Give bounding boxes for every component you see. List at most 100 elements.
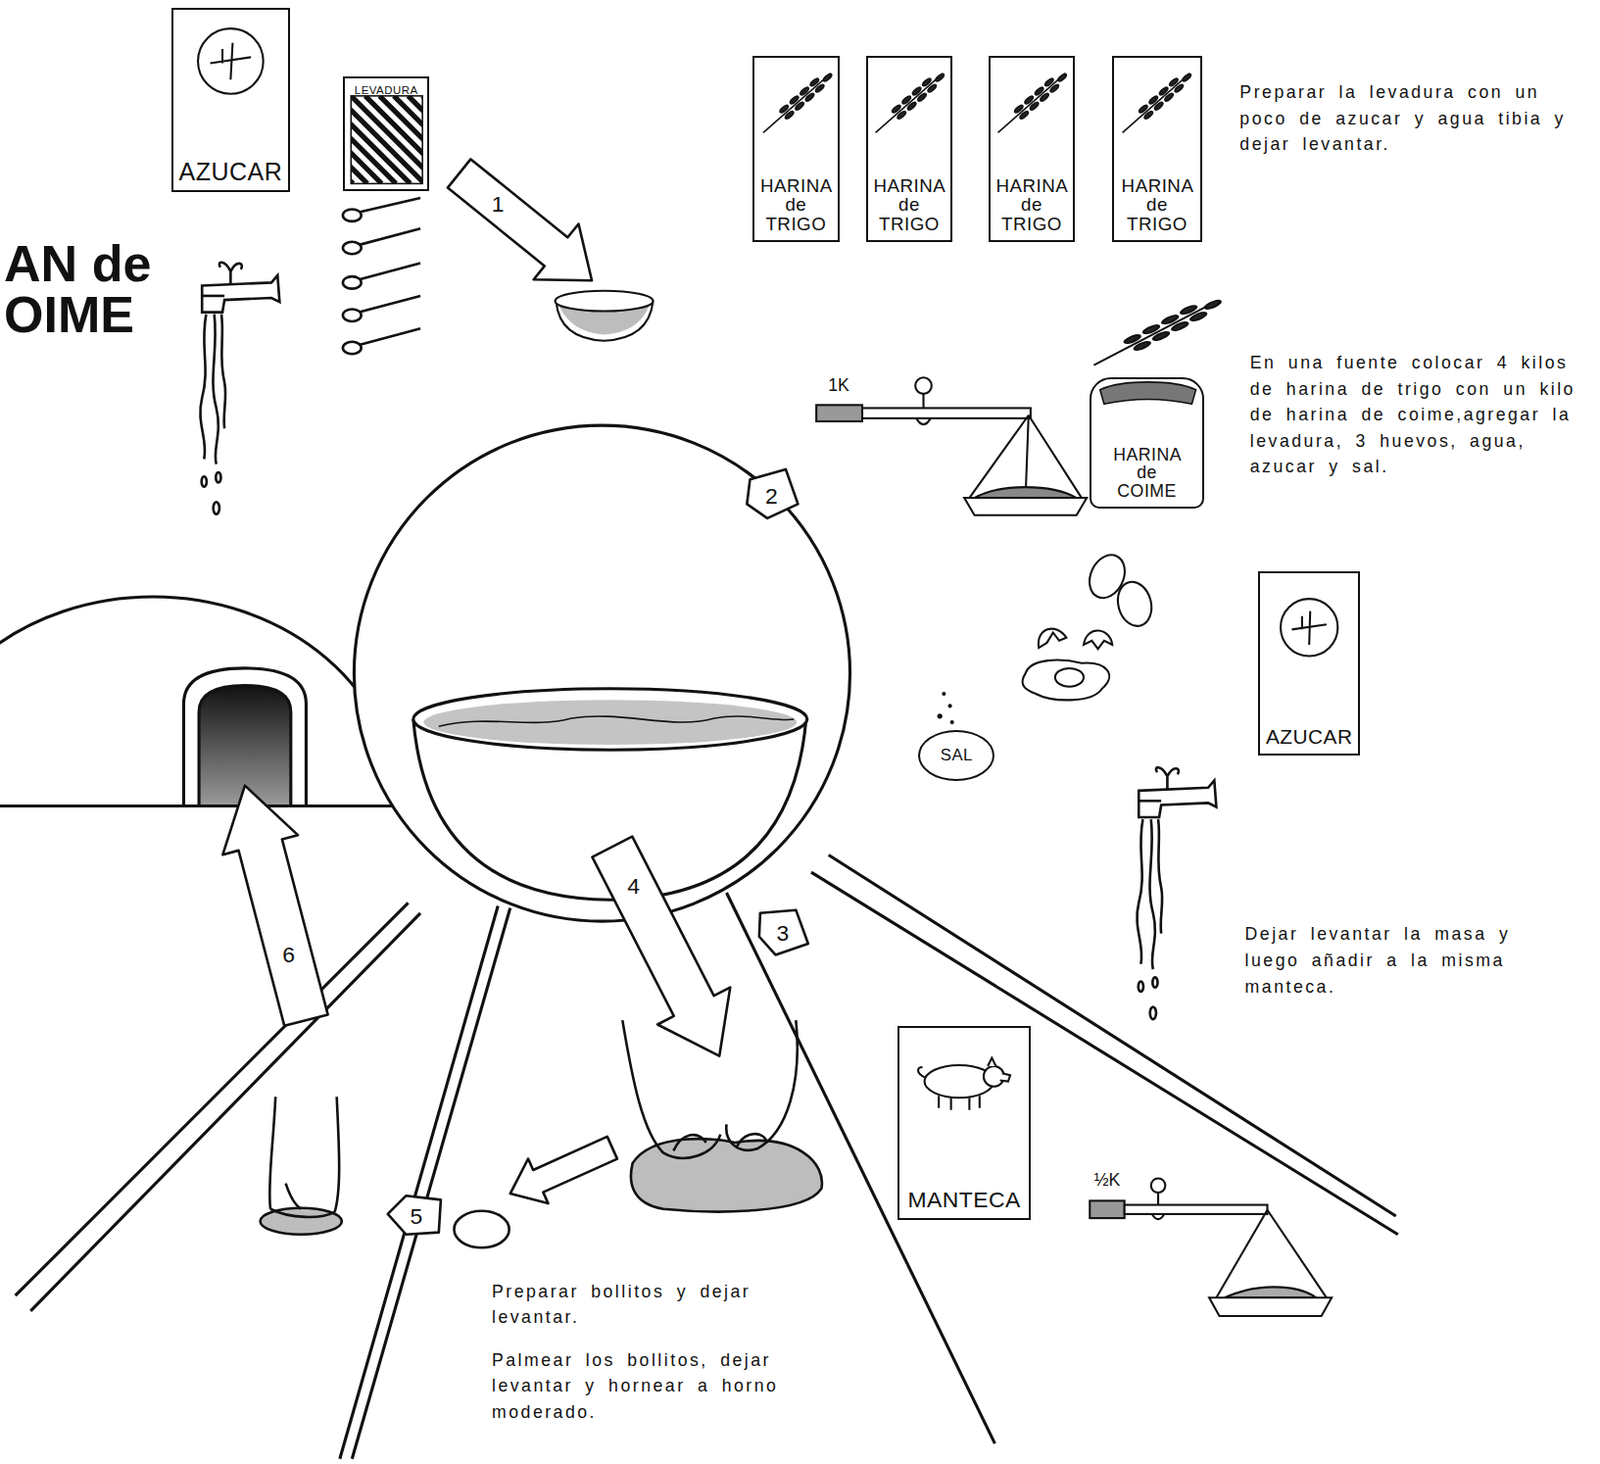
frame-lines	[351, 908, 510, 1459]
oven	[0, 596, 398, 806]
package-label: SAL	[940, 746, 973, 764]
step-arrows	[222, 785, 328, 1026]
package-label: HARINA de TRIGO	[996, 176, 1068, 235]
step-text: En una fuente colocar 4 kilos de harina …	[1250, 349, 1593, 481]
flour-can: HARINA de TRIGO	[752, 55, 840, 243]
pig-icon	[918, 1066, 925, 1077]
kneading-hands	[673, 1134, 706, 1151]
callout-number: 5	[410, 1205, 424, 1228]
scale-half-k	[1266, 1210, 1326, 1299]
patting-hand	[269, 1096, 340, 1213]
yeast-stripes	[350, 96, 423, 185]
sugar-icon	[1280, 598, 1338, 656]
spoons	[342, 197, 421, 354]
pig-icon	[1000, 1072, 1011, 1081]
spoons	[359, 328, 421, 345]
scale-1k	[974, 486, 1077, 498]
callout-number: 4	[627, 874, 640, 898]
mixing-circle	[353, 425, 850, 922]
patting-hand	[286, 1183, 302, 1210]
dough-ball	[453, 1211, 509, 1248]
patting-hand	[260, 1208, 342, 1235]
frame-lines	[30, 913, 421, 1311]
sugar-icon	[197, 28, 264, 95]
patting-hand	[270, 1209, 336, 1217]
scale-half-k	[1209, 1297, 1332, 1316]
weight-label: ½K	[1094, 1171, 1121, 1190]
recipe-illustration	[763, 72, 833, 133]
package-label: HARINA de TRIGO	[760, 176, 832, 235]
step-arrows	[591, 836, 730, 1057]
callout-number: 1	[491, 193, 505, 216]
frame-lines	[15, 854, 1399, 1458]
eggs	[1038, 629, 1067, 648]
recipe-illustration	[1136, 767, 1216, 1019]
eggs	[1022, 660, 1111, 701]
title: AN de OIME	[3, 238, 183, 340]
step-arrows	[746, 469, 798, 519]
scale-half-k	[1089, 1200, 1124, 1218]
frame-lines	[339, 906, 498, 1459]
step-text: Preparar la levadura con un poco de azuc…	[1239, 79, 1587, 158]
kneading-hands	[726, 1019, 797, 1151]
scale-1k	[915, 377, 932, 394]
scale-1k	[921, 393, 924, 409]
kneading-hands	[622, 1019, 823, 1212]
kneading-hands	[736, 1133, 768, 1147]
spoons	[342, 308, 362, 321]
pig-icon	[938, 1095, 980, 1111]
callout-number: 2	[765, 484, 778, 508]
big-bowl	[438, 716, 794, 727]
package-label: LEVADURA	[354, 84, 419, 97]
recipe-illustration	[875, 72, 946, 133]
scale-1k	[816, 377, 1087, 516]
scale-half-k	[1152, 1213, 1164, 1219]
scale-half-k	[1151, 1177, 1166, 1193]
eggs	[1055, 668, 1084, 687]
pig-icon	[983, 1066, 1005, 1087]
patting-hand	[260, 1096, 342, 1235]
salt-grains	[948, 703, 953, 708]
sugar-bag: AZUCAR	[171, 7, 291, 192]
spoons	[359, 295, 421, 313]
recipe-illustration	[1093, 298, 1222, 365]
spoons	[342, 208, 362, 221]
scale-half-k	[1224, 1286, 1317, 1298]
scale-half-k	[1157, 1192, 1160, 1205]
salt-pouch: SAL	[918, 729, 995, 781]
recipe-illustration	[998, 72, 1068, 133]
yeast-box: LEVADURA	[342, 76, 431, 192]
sugar-icon	[1280, 598, 1338, 656]
spoons	[342, 341, 362, 354]
frame-lines	[15, 902, 409, 1296]
step-arrows	[222, 158, 808, 1234]
salt-grains	[937, 713, 943, 719]
big-bowl	[423, 699, 797, 745]
lard-can: MANTECA	[897, 1025, 1030, 1220]
spoons	[342, 242, 362, 254]
pig-icon	[924, 1065, 995, 1098]
scale-half-k	[1215, 1210, 1267, 1299]
scale-half-k	[1089, 1177, 1332, 1316]
weight-label: 1K	[827, 377, 850, 395]
spoons	[359, 197, 421, 213]
package-label: MANTECA	[907, 1187, 1021, 1212]
salt-grains	[941, 691, 946, 696]
spoons	[359, 228, 421, 245]
sack-grain	[1100, 382, 1197, 404]
scale-half-k	[1124, 1205, 1268, 1214]
eggs	[1113, 578, 1157, 631]
sugar-bag: AZUCAR	[1258, 571, 1361, 755]
step-arrows	[387, 1195, 441, 1235]
scale-1k	[1025, 415, 1029, 498]
package-label: AZUCAR	[179, 158, 284, 185]
step-arrows	[447, 158, 592, 281]
spoons	[342, 276, 362, 289]
oven	[0, 596, 398, 806]
flour-can: HARINA de TRIGO	[988, 55, 1076, 243]
step-text: Dejar levantar la masa y luego añadir a …	[1245, 921, 1572, 1000]
sugar-icon	[1291, 611, 1326, 645]
salt-grains	[937, 691, 955, 725]
